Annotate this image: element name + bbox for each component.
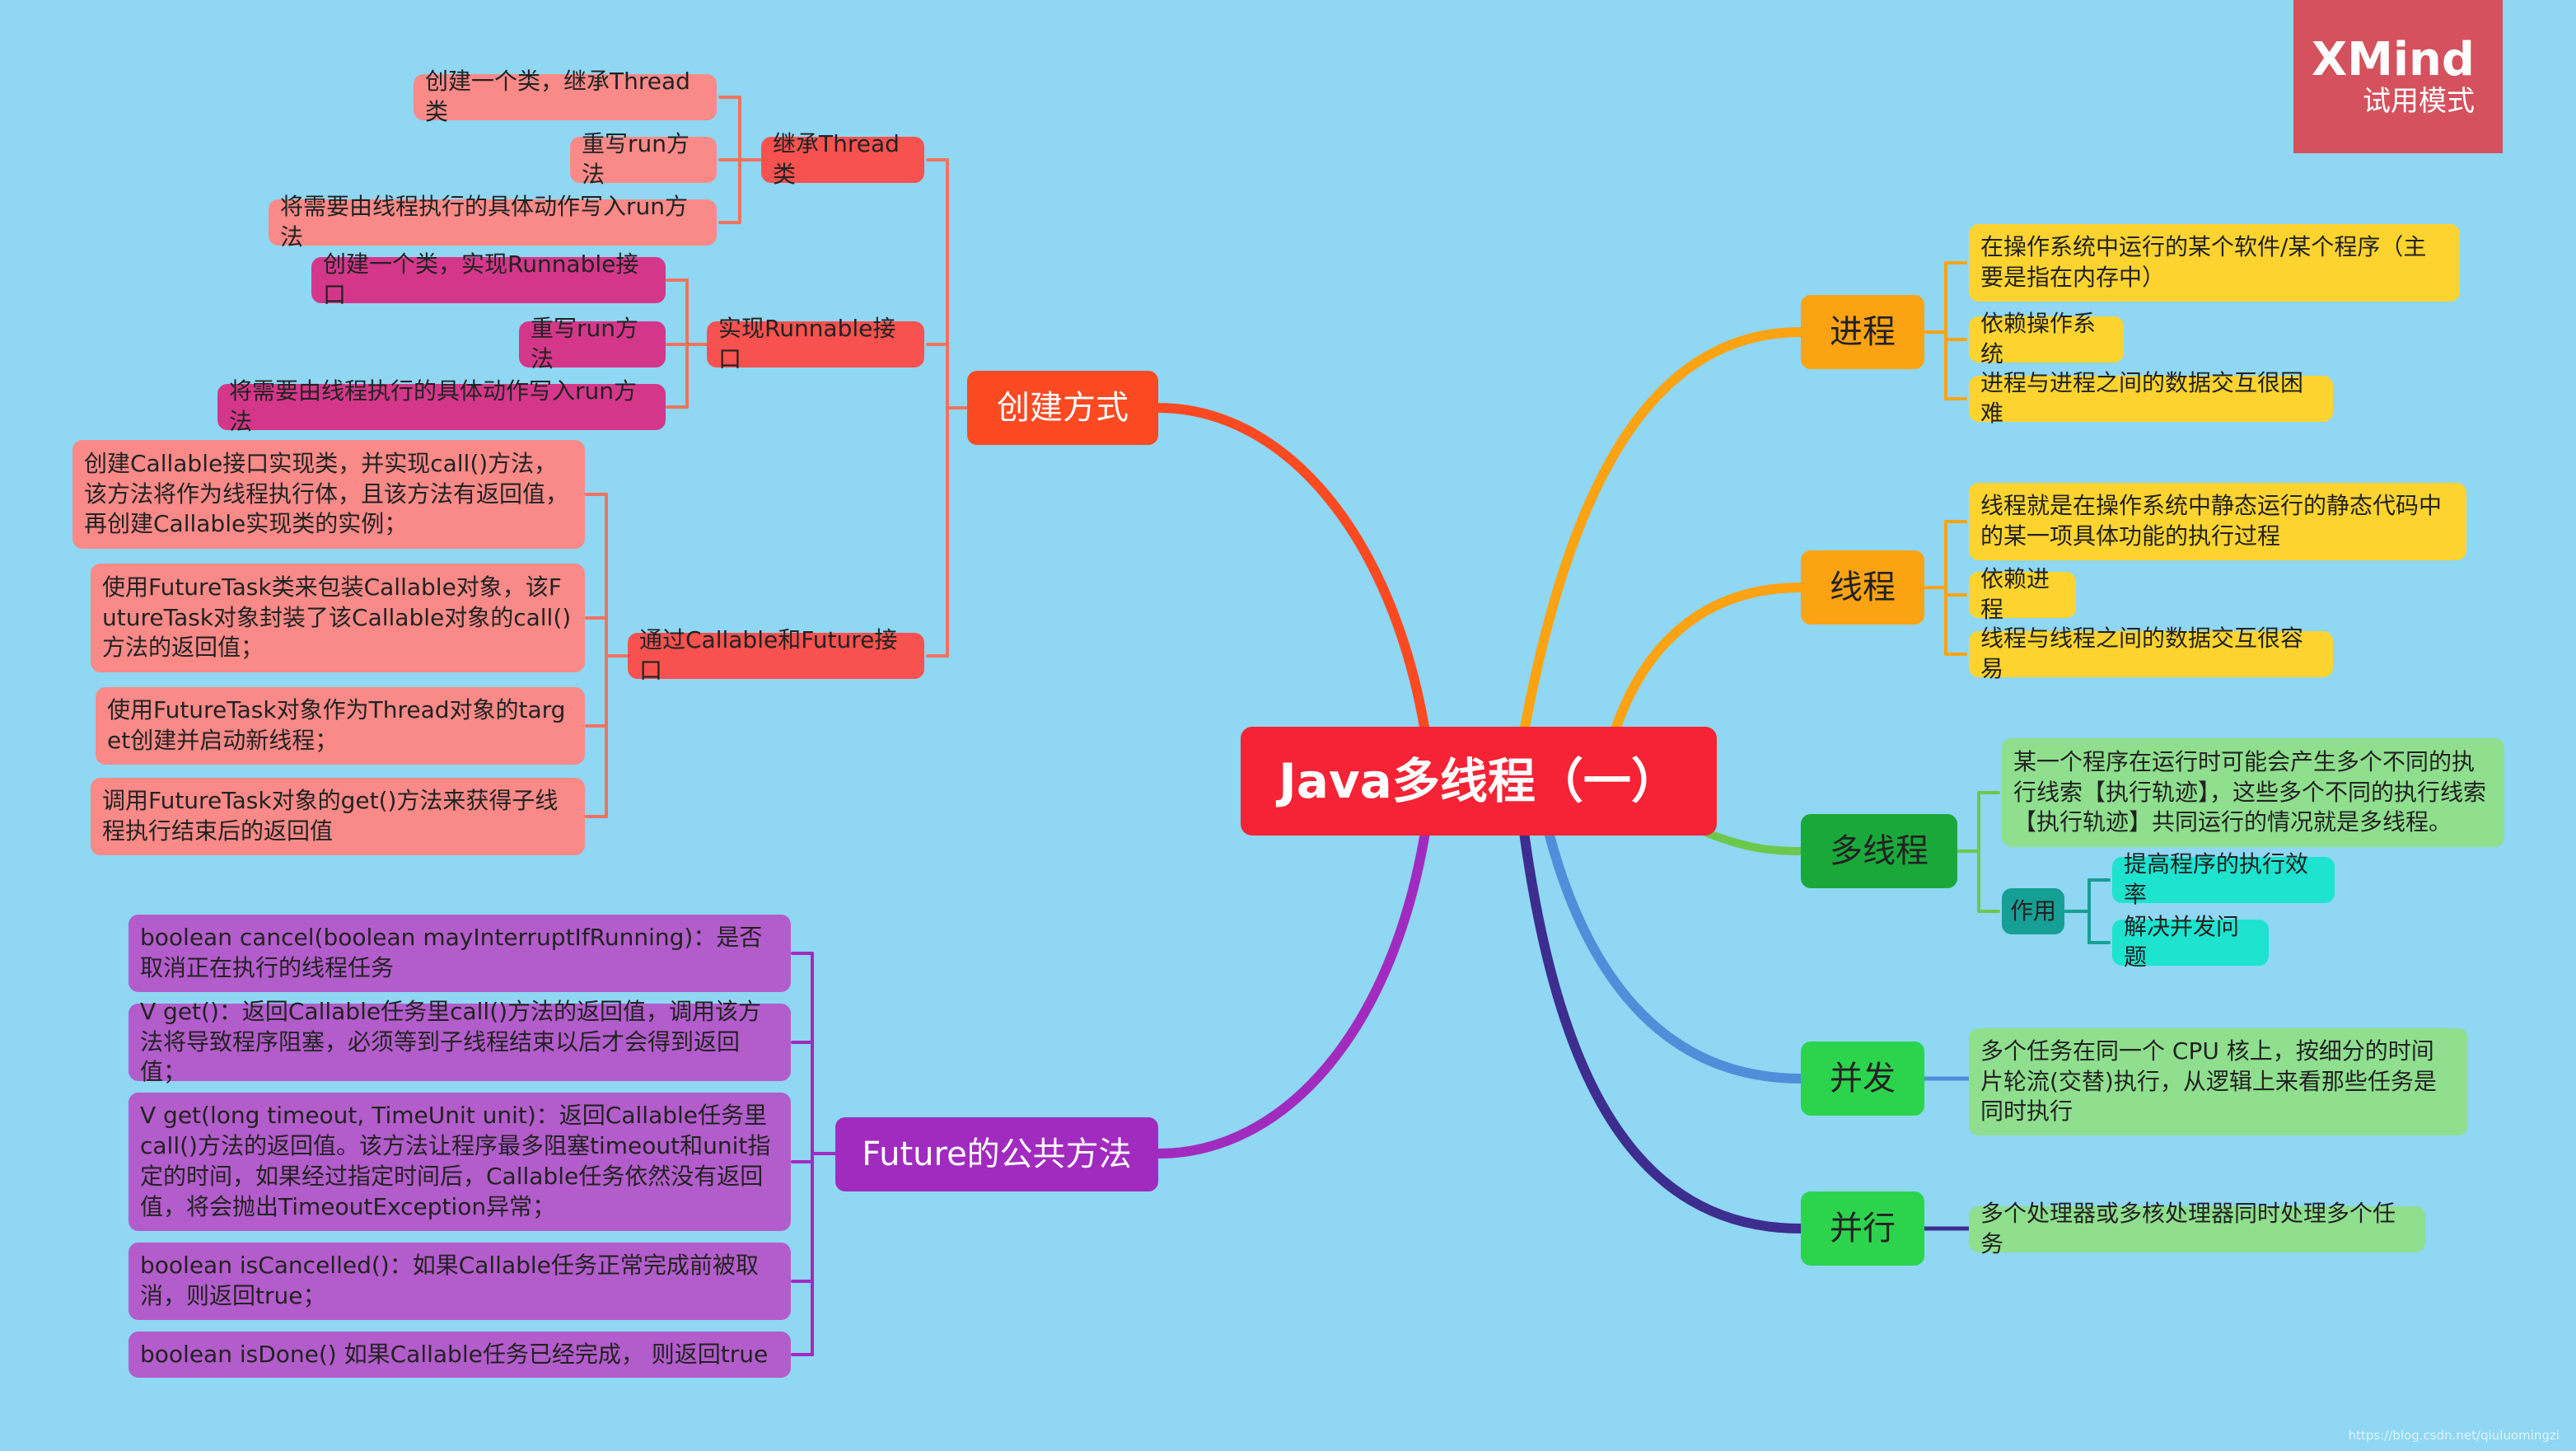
leaf-thread-3[interactable]: 线程与线程之间的数据交互很容易 — [1969, 625, 2333, 682]
edge-multithread — [1701, 828, 1805, 855]
leaf-parallel-desc[interactable]: 多个处理器或多核处理器同时处理多个任务 — [1969, 1200, 2425, 1257]
leaf-process-2[interactable]: 依赖操作系统 — [1969, 310, 2124, 367]
source-watermark: https://blog.csdn.net/qiuluomingzi — [2348, 1428, 2560, 1443]
topic-concurrency[interactable]: 并发 — [1801, 1041, 1924, 1116]
leaf-runnable-1[interactable]: 创建一个类，实现Runnable接口 — [311, 250, 666, 308]
edge-parallel — [1519, 827, 1806, 1233]
leaf-process-1[interactable]: 在操作系统中运行的某个软件/某个程序（主要是指在内存中） — [1969, 224, 2460, 302]
edge-thread — [1610, 583, 1806, 737]
leaf-thread-1[interactable]: 线程就是在操作系统中静态运行的静态代码中的某一项具体功能的执行过程 — [1969, 483, 2466, 560]
leaf-concurrency-desc[interactable]: 多个任务在同一个 CPU 核上，按细分的时间片轮流(交替)执行，从逻辑上来看那些… — [1969, 1028, 2468, 1135]
leaf-future-is-cancelled[interactable]: boolean isCancelled()：如果Callable任务正常完成前被… — [129, 1243, 791, 1320]
leaf-callable-4[interactable]: 调用FutureTask对象的get()方法来获得子线程执行结束后的返回值 — [91, 778, 585, 855]
subtopic-callable-future[interactable]: 通过Callable和Future接口 — [628, 626, 924, 684]
leaf-extend-thread-1[interactable]: 创建一个类，继承Thread类 — [414, 68, 717, 125]
leaf-future-cancel[interactable]: boolean cancel(boolean mayInterruptIfRun… — [129, 915, 791, 992]
topic-future-methods[interactable]: Future的公共方法 — [835, 1117, 1158, 1191]
leaf-callable-3[interactable]: 使用FutureTask对象作为Thread对象的target创建并启动新线程； — [96, 687, 585, 765]
topic-create-methods[interactable]: 创建方式 — [967, 371, 1158, 445]
leaf-extend-thread-3[interactable]: 将需要由线程执行的具体动作写入run方法 — [269, 193, 717, 250]
leaf-runnable-2[interactable]: 重写run方法 — [519, 315, 666, 372]
leaf-multithread-desc[interactable]: 某一个程序在运行时可能会产生多个不同的执行线索【执行轨迹】，这些多个不同的执行线… — [2002, 738, 2504, 847]
leaf-future-get[interactable]: V get()：返回Callable任务里call()方法的返回值，调用该方法将… — [129, 998, 791, 1085]
leaf-role-efficiency[interactable]: 提高程序的执行效率 — [2112, 850, 2335, 908]
leaf-future-is-done[interactable]: boolean isDone() 如果Callable任务已经完成， 则返回tr… — [129, 1332, 791, 1378]
edge-create — [1153, 403, 1430, 737]
leaf-process-3[interactable]: 进程与进程之间的数据交互很困难 — [1969, 369, 2333, 427]
leaf-callable-1[interactable]: 创建Callable接口实现类，并实现call()方法，该方法将作为线程执行体，… — [72, 440, 585, 549]
edge-process — [1519, 327, 1806, 737]
subtopic-multithread-role[interactable]: 作用 — [2002, 888, 2064, 934]
topic-thread[interactable]: 线程 — [1801, 550, 1924, 625]
topic-process[interactable]: 进程 — [1801, 295, 1924, 369]
xmind-trial-badge[interactable]: XMind 试用模式 — [2293, 0, 2503, 153]
leaf-callable-2[interactable]: 使用FutureTask类来包装Callable对象，该FutureTask对象… — [91, 564, 585, 672]
leaf-future-get-timeout[interactable]: V get(long timeout, TimeUnit unit)：返回Cal… — [129, 1093, 791, 1231]
leaf-thread-2[interactable]: 依赖进程 — [1969, 565, 2076, 623]
subtopic-runnable[interactable]: 实现Runnable接口 — [707, 315, 924, 372]
topic-multithread[interactable]: 多线程 — [1801, 814, 1957, 888]
edge-future — [1153, 827, 1430, 1158]
central-topic[interactable]: Java多线程（一） — [1241, 727, 1717, 835]
edge-concurrency — [1544, 827, 1806, 1084]
leaf-runnable-3[interactable]: 将需要由线程执行的具体动作写入run方法 — [217, 377, 666, 435]
brand-name: XMind — [2311, 32, 2475, 87]
brand-mode: 试用模式 — [2363, 85, 2475, 119]
topic-parallel[interactable]: 并行 — [1801, 1191, 1924, 1266]
subtopic-extend-thread[interactable]: 继承Thread类 — [761, 130, 924, 188]
leaf-extend-thread-2[interactable]: 重写run方法 — [570, 130, 717, 188]
leaf-role-concurrency[interactable]: 解决并发问题 — [2112, 913, 2269, 971]
